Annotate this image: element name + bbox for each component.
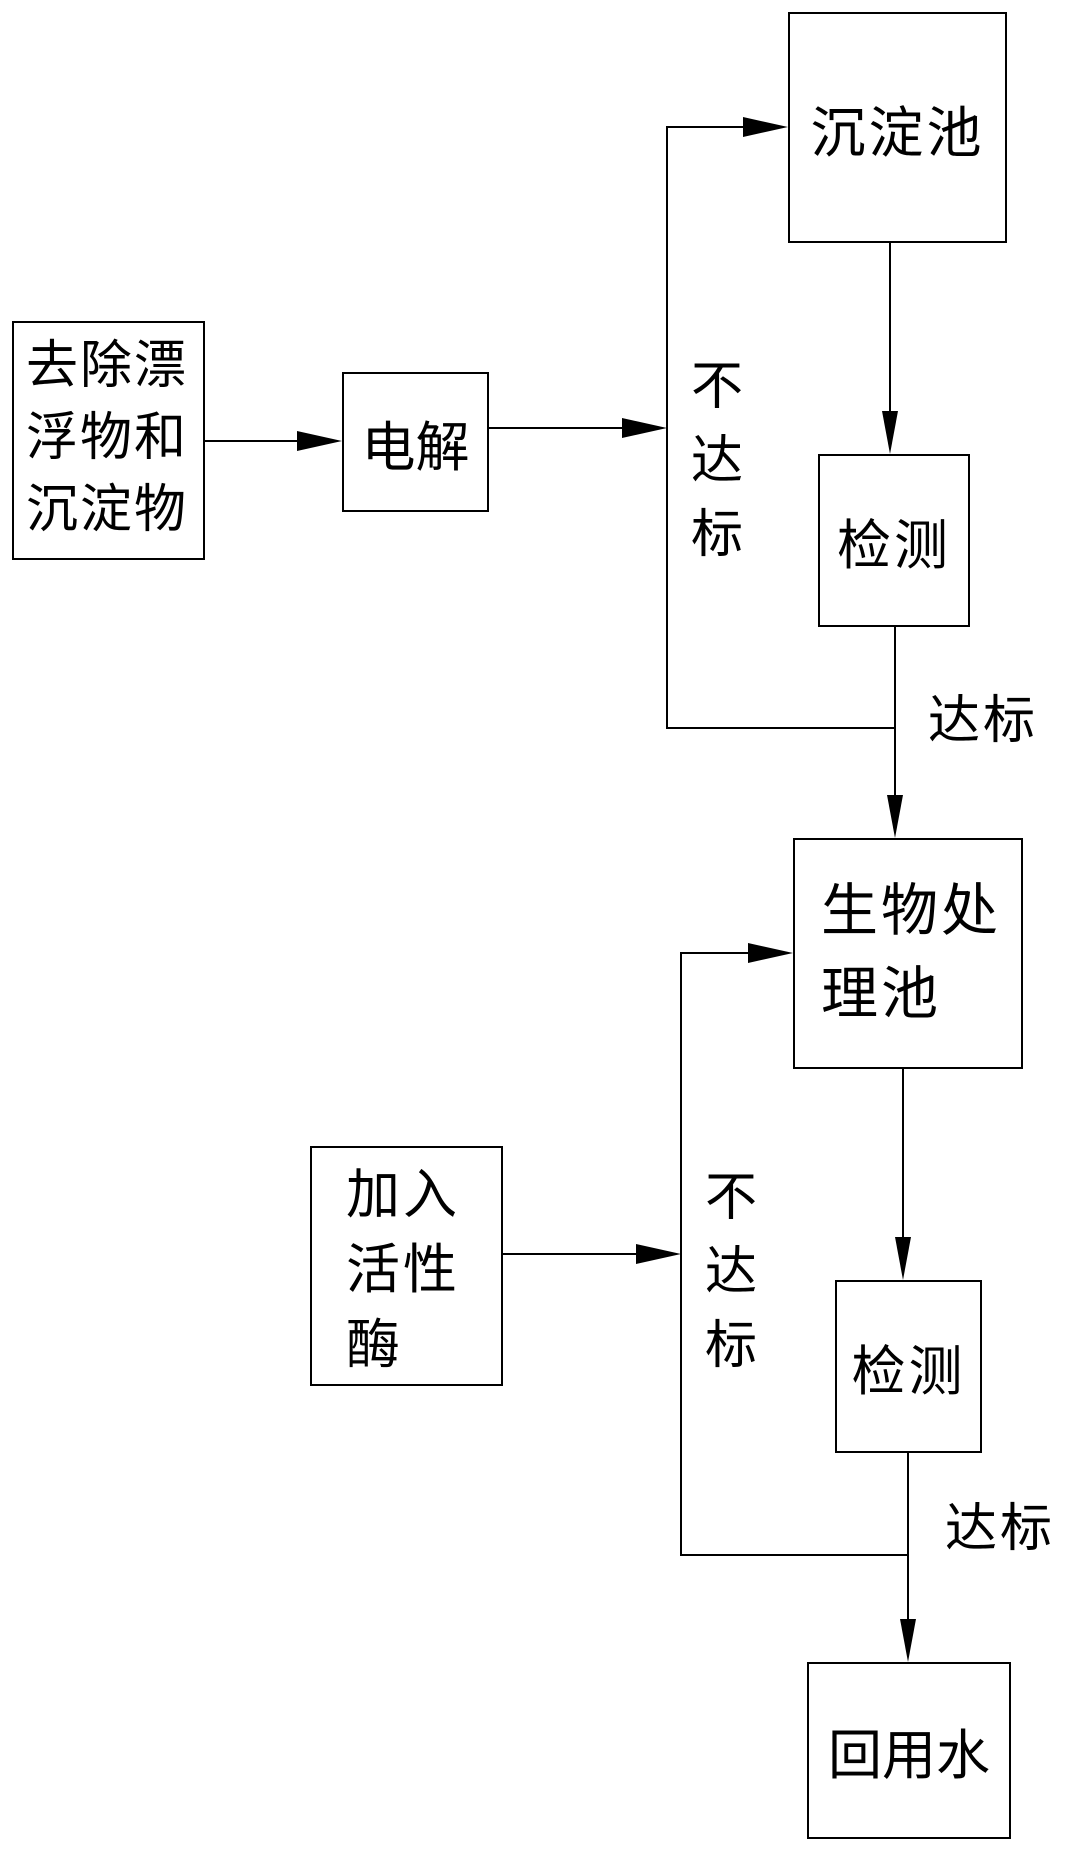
connector-remove-to-electrolysis	[205, 440, 300, 442]
feedback-return-line-bottom	[680, 1554, 909, 1556]
arrowhead-into-detection-top-icon	[882, 411, 898, 454]
box-biological-treatment-pool: 生物处理池	[793, 838, 1023, 1069]
label-up-to-standard-top: 达标	[928, 693, 1039, 750]
label-not-up-to-standard-bottom: 不达标	[704, 1170, 757, 1375]
arrowhead-remove-to-electrolysis-icon	[297, 431, 342, 451]
box-detection-bottom: 检测	[835, 1280, 982, 1453]
arrowhead-into-bio-left-icon	[748, 943, 793, 963]
box-add-active-enzyme: 加入活性酶	[310, 1146, 503, 1386]
connector-enzyme-to-riser	[503, 1253, 638, 1255]
connector-riser-to-sedimentation	[666, 126, 745, 128]
box-detection-top: 检测	[818, 454, 970, 627]
arrowhead-enzyme-to-riser-icon	[636, 1244, 681, 1264]
connector-detection-to-reuse	[907, 1452, 909, 1620]
connector-electrolysis-to-riser	[488, 427, 623, 429]
arrowhead-electrolysis-to-riser-icon	[622, 418, 667, 438]
connector-sedimentation-to-detection	[889, 242, 891, 412]
arrowhead-into-detection-bottom-icon	[895, 1237, 911, 1280]
connector-bio-to-detection	[902, 1068, 904, 1238]
arrowhead-into-bio-icon	[887, 795, 903, 838]
label-not-up-to-standard-top: 不达标	[690, 359, 743, 564]
feedback-return-line-top	[666, 727, 896, 729]
connector-detection-to-bio	[894, 626, 896, 796]
box-sedimentation-pool: 沉淀池	[788, 12, 1007, 243]
arrowhead-into-sedimentation-icon	[743, 117, 788, 137]
arrowhead-into-reuse-icon	[900, 1619, 916, 1662]
box-reuse-water: 回用水	[807, 1662, 1011, 1839]
connector-riser-to-bio	[680, 952, 750, 954]
label-up-to-standard-bottom: 达标	[945, 1501, 1056, 1558]
box-remove-floating-and-sediment: 去除漂浮物和沉淀物	[12, 321, 205, 560]
box-electrolysis: 电解	[342, 372, 489, 512]
riser-feedback-line-top	[666, 126, 668, 729]
riser-feedback-line-bottom	[680, 952, 682, 1556]
